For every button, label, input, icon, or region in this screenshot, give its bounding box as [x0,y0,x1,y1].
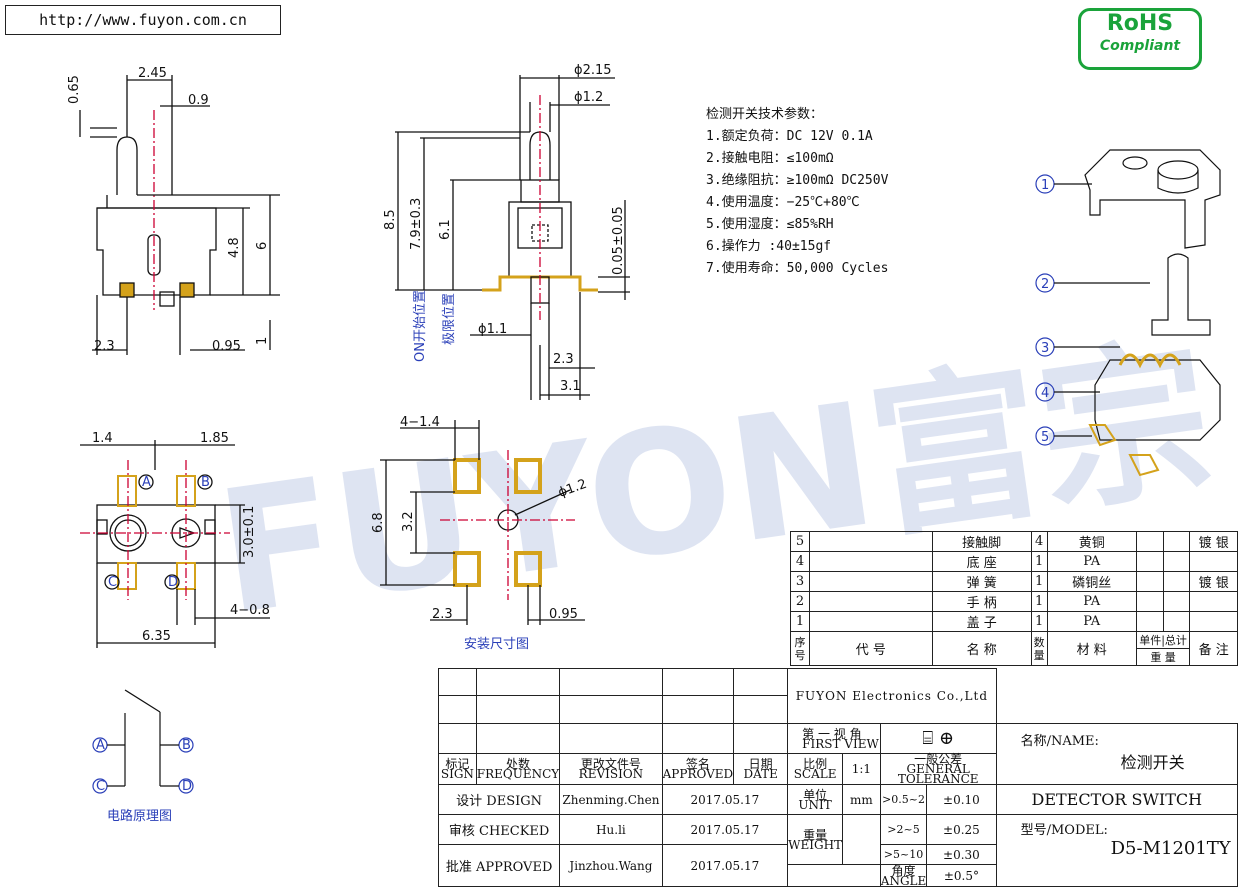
spec-item: 2.接触电阻：≤100mΩ [706,151,834,166]
dim-4-8: 4.8 [227,237,242,258]
circuit-diagram [92,689,194,794]
circuit-pin-c: C [96,779,105,794]
dim-0-05: 0.05±0.05 [611,206,626,275]
dim-2-3-side: 2.3 [94,339,115,354]
pin-b-label: B [201,475,210,490]
dim-phi1-2-front: ϕ1.2 [574,90,603,105]
limit-position-label: 极限位置 [442,293,457,345]
rohs-label: RoHS [1106,11,1174,36]
dim-1-85: 1.85 [200,431,229,446]
spec-item: 5.使用湿度：≤85%RH [706,217,834,232]
spec-item: 7.使用寿命：50,000 Cycles [706,261,889,276]
circuit-pin-d: D [182,779,192,794]
company-name: FUYON Electronics Co.,Ltd [787,668,997,724]
dim-6-8: 6.8 [371,512,386,533]
exploded-label-3: 3 [1041,341,1049,356]
spec-list: 检测开关技术参数： 1.额定负荷：DC 12V 0.1A 2.接触电阻：≤100… [706,104,888,280]
dim-2-45: 2.45 [138,66,167,81]
dim-6-35: 6.35 [142,629,171,644]
exploded-label-2: 2 [1041,277,1049,292]
dim-4-1-4: 4−1.4 [400,415,440,430]
rohs-compliant-label: Compliant [1099,38,1181,54]
dim-0-95-side: 0.95 [212,339,241,354]
bom-header: 序号 代 号 名 称 数量 材 料 单件|总计重 量 备 注 [790,631,1238,666]
dim-4-0-8: 4−0.8 [230,603,270,618]
on-start-position-label: ON开始位置 [413,290,428,362]
pin-a-label: A [142,475,151,490]
dim-3-1: 3.1 [560,379,581,394]
rohs-badge: RoHS Compliant [1078,8,1202,70]
dim-8-5: 8.5 [383,209,398,230]
spec-title: 检测开关技术参数： [706,107,824,122]
dim-1-4: 1.4 [92,431,113,446]
dim-phi2-15: ϕ2.15 [574,63,612,78]
circuit-pin-a: A [96,738,105,753]
dim-1: 1 [255,337,270,345]
front-view [395,75,630,400]
circuit-caption: 电路原理图 [107,808,172,824]
dim-0-65: 0.65 [67,75,82,104]
dim-phi1-1: ϕ1.1 [478,322,507,337]
top-view [80,440,270,648]
exploded-label-4: 4 [1041,386,1049,401]
spec-item: 3.绝缘阻抗：≥100mΩ DC250V [706,173,889,188]
dim-6-1: 6.1 [438,219,453,240]
mounting-dimension-caption: 安装尺寸图 [464,637,529,652]
dim-0-9: 0.9 [188,93,209,108]
side-view [79,75,280,355]
website-url: http://www.fuyon.com.cn [5,5,281,35]
pcb-footprint [380,420,585,625]
dim-0-95-pcb: 0.95 [549,607,578,622]
dim-2-3-pcb: 2.3 [432,607,453,622]
dim-2-3-front: 2.3 [553,352,574,367]
circuit-pin-b: B [182,738,191,753]
pin-c-label: C [108,575,117,590]
exploded-view [1035,149,1221,477]
exploded-label-1: 1 [1041,178,1049,193]
dim-3-0: 3.0±0.1 [242,506,257,558]
dim-3-2: 3.2 [401,511,416,532]
spec-item: 4.使用温度：−25℃+80℃ [706,195,860,210]
spec-item: 6.操作力 :40±15gf [706,239,832,254]
spec-item: 1.额定负荷：DC 12V 0.1A [706,129,873,144]
pin-d-label: D [168,575,178,590]
dim-6: 6 [255,242,270,250]
exploded-label-5: 5 [1041,430,1049,445]
dim-7-9: 7.9±0.3 [409,198,424,250]
